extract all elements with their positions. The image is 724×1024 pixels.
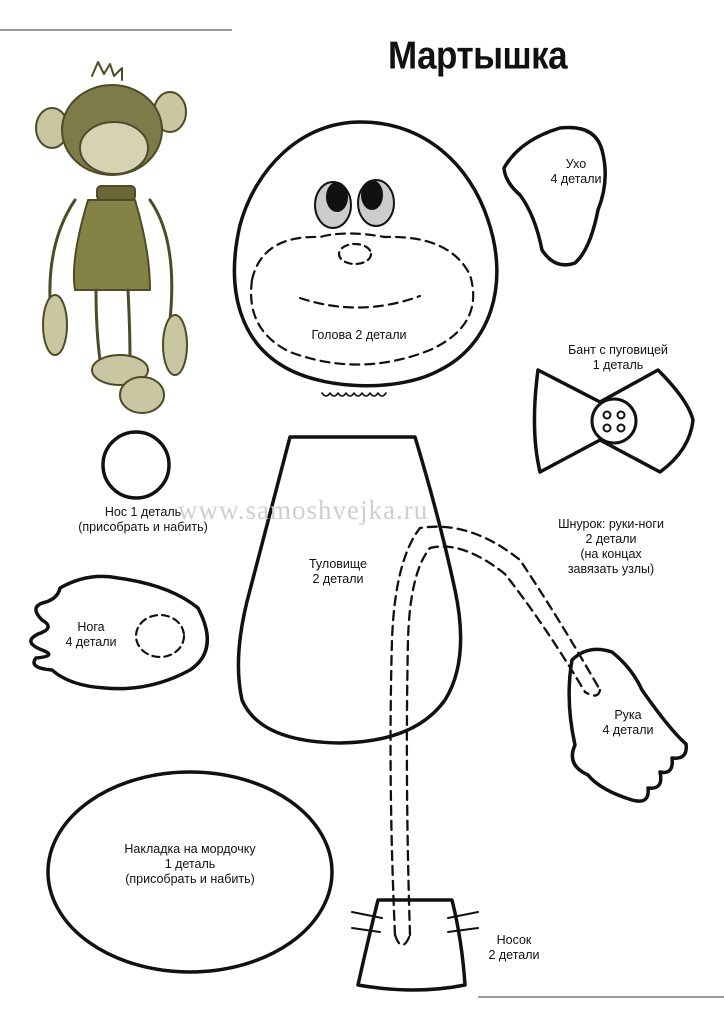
eyes-icon (314, 179, 395, 229)
muzzle-piece (46, 770, 334, 974)
nose-piece (101, 430, 171, 500)
body-piece (236, 435, 463, 745)
sock-piece (356, 898, 467, 992)
button-holes-icon (602, 410, 626, 433)
head-bottom-stitches (321, 392, 387, 397)
button-icon (590, 397, 638, 445)
top-rule (0, 29, 232, 31)
muzzle-stitch-line (250, 232, 475, 366)
monkey-toy-illustration (35, 61, 188, 414)
nose-label: Нос 1 деталь(присобрать и набить) (78, 505, 208, 534)
watermark: www.samoshvejka.ru (178, 495, 429, 525)
leg-stitch (134, 613, 186, 659)
cord-piece (389, 525, 602, 947)
bow-piece (532, 368, 695, 474)
head-piece (232, 120, 499, 388)
sock-marks-icon (351, 911, 479, 933)
bottom-rule (478, 996, 724, 998)
page-title: Мартышка (388, 34, 568, 78)
ear-piece (502, 125, 607, 267)
mouth-stitch (298, 294, 422, 309)
leg-piece (29, 574, 210, 691)
head-label: Голова 2 детали (311, 328, 407, 342)
hand-piece (567, 647, 688, 803)
nose-stitch (337, 242, 373, 266)
